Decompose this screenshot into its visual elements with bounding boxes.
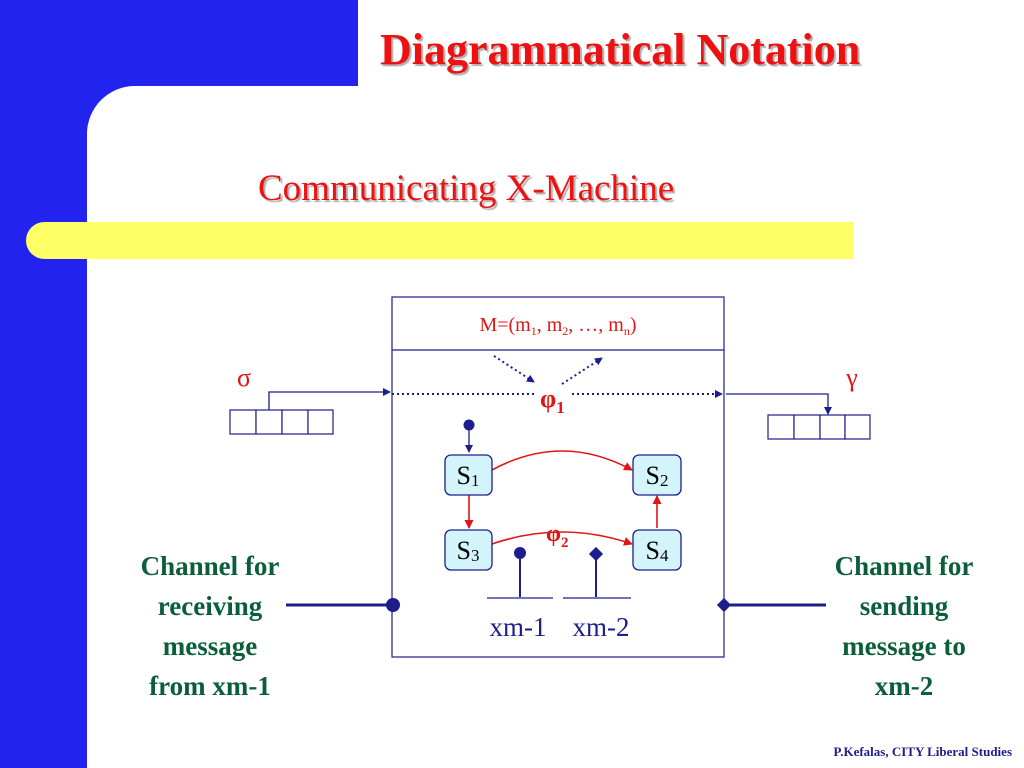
input-stream-symbol: σ xyxy=(237,363,251,392)
state-s3: S3 xyxy=(444,529,493,571)
send-channel-annotation: Channel for sending message to xm-2 xyxy=(834,551,974,701)
port-out-label: xm-2 xyxy=(573,612,630,642)
svg-text:S1: S1 xyxy=(457,461,480,490)
receive-port-dot xyxy=(514,547,526,559)
receive-channel-annotation: Channel for receiving message from xm-1 xyxy=(140,551,280,701)
svg-text:S2: S2 xyxy=(646,461,669,490)
input-stream-arrow xyxy=(268,388,391,410)
send-port-diamond xyxy=(588,546,604,562)
transition-s3-s4 xyxy=(491,531,633,546)
port-in-label: xm-1 xyxy=(490,612,547,642)
state-s4: S4 xyxy=(632,529,682,571)
state-s1: S1 xyxy=(444,454,493,496)
initial-state-dot xyxy=(463,419,475,431)
svg-text:S3: S3 xyxy=(457,536,480,565)
receive-channel-dot xyxy=(386,598,400,612)
phi2-label: φ2 xyxy=(546,521,568,551)
slide-title: Diagrammatical Notation xyxy=(380,25,861,74)
transition-s1-s2 xyxy=(491,450,633,471)
output-stream-queue xyxy=(767,414,871,440)
yellow-highlight-bar xyxy=(26,222,853,259)
slide-subtitle: Communicating X-Machine xyxy=(258,168,675,209)
svg-text:S4: S4 xyxy=(646,536,669,565)
output-stream-symbol: γ xyxy=(845,363,858,392)
slide-footer: P.Kefalas, CITY Liberal Studies xyxy=(833,744,1012,759)
memory-label: M=(m1, m2, …, mn) xyxy=(479,314,636,338)
input-stream-queue xyxy=(229,409,334,435)
phi1-label: φ1 xyxy=(540,384,565,417)
send-channel-diamond xyxy=(716,597,732,613)
state-s2: S2 xyxy=(632,454,682,496)
output-stream-arrow xyxy=(726,393,832,415)
